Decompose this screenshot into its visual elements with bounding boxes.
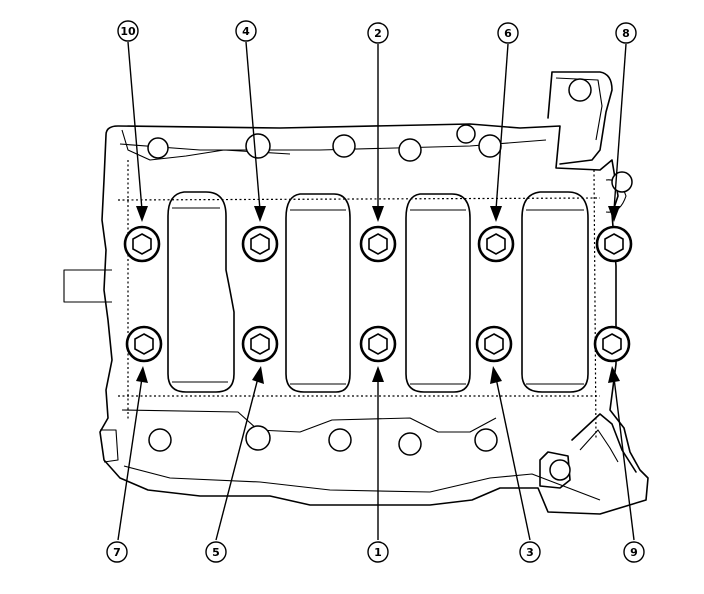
callout-top-3: 2	[367, 22, 389, 44]
callout-bottom-3: 1	[367, 541, 389, 563]
block-inner-contour	[119, 139, 601, 501]
callout-label: 5	[212, 546, 220, 559]
callout-label: 6	[504, 27, 512, 40]
hole	[147, 137, 169, 159]
arrow-top-1	[127, 41, 143, 211]
bolt-top-2	[241, 225, 279, 263]
arrow-top-2	[245, 41, 261, 211]
hole	[456, 124, 476, 144]
callout-top-4: 6	[497, 22, 519, 44]
hole	[245, 425, 271, 451]
bore-opening-1	[167, 191, 235, 393]
arrowhead	[490, 366, 502, 384]
arrowhead	[608, 366, 620, 383]
bolt-top-5	[595, 225, 633, 263]
callout-top-2: 4	[235, 20, 257, 42]
arrow-top-5	[613, 43, 627, 211]
bolt-bottom-3	[359, 325, 397, 363]
callout-bottom-5: 9	[623, 541, 645, 563]
block-outer-contour	[99, 123, 649, 515]
bore-openings	[167, 191, 589, 393]
callout-label: 9	[630, 546, 638, 559]
callout-bottom-2: 5	[205, 541, 227, 563]
arrowhead	[490, 206, 502, 222]
callout-bottom-4: 3	[519, 541, 541, 563]
arrow-bottom-2	[215, 377, 259, 541]
hole	[398, 432, 422, 456]
callout-label: 4	[242, 25, 250, 38]
callout-label: 10	[120, 25, 136, 38]
callout-label: 2	[374, 27, 382, 40]
hole	[474, 428, 498, 452]
arrowhead	[254, 206, 266, 222]
lower-right-pad	[539, 451, 571, 489]
hole	[398, 138, 422, 162]
arrowhead	[372, 366, 384, 382]
bore-opening-2	[285, 193, 351, 393]
callout-label: 7	[113, 546, 121, 559]
leader-arrows	[117, 41, 635, 541]
hole	[568, 78, 592, 102]
callout-label: 8	[622, 27, 630, 40]
callout-bottom-1: 7	[106, 541, 128, 563]
arrowhead	[372, 206, 384, 222]
hole	[549, 459, 571, 481]
hole	[332, 134, 356, 158]
arrowhead	[252, 366, 264, 384]
shaft-stub	[63, 269, 112, 303]
bolt-bottom-5	[593, 325, 631, 363]
arrowhead	[608, 206, 620, 222]
hole	[148, 428, 172, 452]
bolt-bottom-4	[475, 325, 513, 363]
bore-opening-3	[405, 193, 471, 393]
arrow-bottom-1	[117, 377, 143, 541]
sequence-callouts: 10 4 2 6 8 7 5 1	[106, 20, 645, 563]
arrow-bottom-4	[495, 377, 531, 541]
bolt-bottom-1	[125, 325, 163, 363]
bolt-top-1	[123, 225, 161, 263]
arrowhead	[136, 206, 148, 222]
arrow-top-4	[495, 43, 509, 211]
bolt-top-3	[359, 225, 397, 263]
hole	[328, 428, 352, 452]
hole	[478, 134, 502, 158]
arrowhead	[136, 366, 148, 383]
callout-top-1: 10	[117, 20, 139, 42]
hole	[245, 133, 271, 159]
bolt-top-4	[477, 225, 515, 263]
callout-label: 3	[526, 546, 534, 559]
bolts	[123, 225, 633, 363]
callout-top-5: 8	[615, 22, 637, 44]
bolt-bottom-2	[241, 325, 279, 363]
bore-opening-4	[521, 191, 589, 393]
lower-right-bracket	[571, 413, 637, 473]
upper-right-boss	[547, 71, 613, 165]
callout-label: 1	[374, 546, 382, 559]
arrow-bottom-5	[613, 377, 635, 541]
